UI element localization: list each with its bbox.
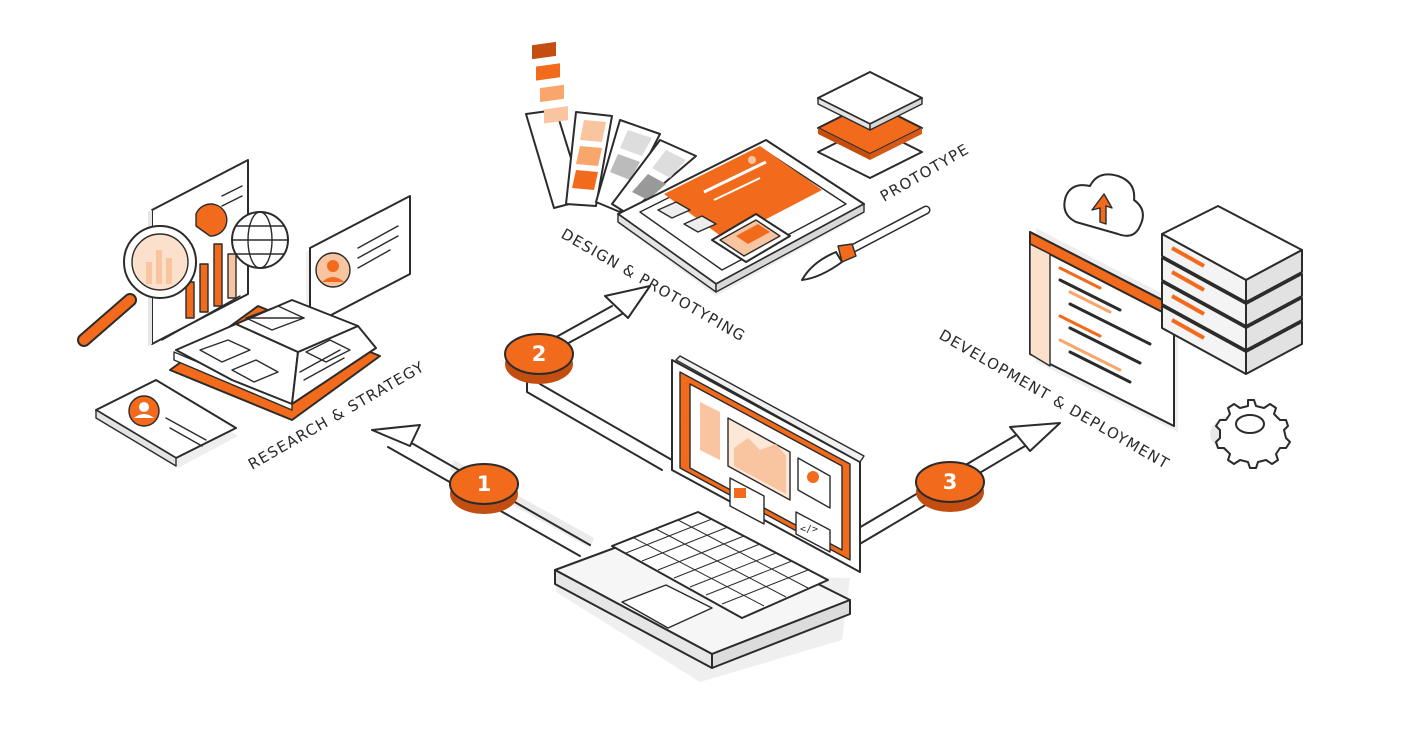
layer-stack-icon <box>817 71 923 179</box>
paint-brush-icon <box>801 205 931 281</box>
step-number-2: 2 <box>532 342 547 366</box>
server-unit-1 <box>1161 233 1303 303</box>
magnifier-icon <box>77 225 197 347</box>
server-unit-4 <box>1161 305 1303 375</box>
phone-profile-icon <box>95 379 238 468</box>
profile-card-icon <box>306 195 411 330</box>
bar-chart-icon <box>148 159 249 346</box>
code-editor-icon <box>1029 228 1178 432</box>
server-unit-3 <box>1161 281 1303 351</box>
server-rack-icon <box>1161 205 1303 375</box>
color-swatch-fan-icon <box>525 41 697 215</box>
step-badge-3: 3 <box>915 461 985 512</box>
research-cluster <box>77 159 411 468</box>
phone-mockup-icon <box>711 213 791 263</box>
tablet-mockup-icon <box>616 139 865 296</box>
design-cluster <box>525 41 931 296</box>
step-number-3: 3 <box>943 470 958 494</box>
cloud-upload-icon <box>1063 173 1144 237</box>
step-badge-1: 1 <box>449 463 519 514</box>
server-unit-2 <box>1161 257 1303 327</box>
gear-icon <box>1210 399 1291 469</box>
laptop-icon: </> <box>554 355 865 682</box>
step-badge-2: 2 <box>504 333 574 384</box>
wireframe-book-icon <box>169 299 381 421</box>
code-tag-icon: </> <box>800 524 818 535</box>
step-number-1: 1 <box>477 472 492 496</box>
development-cluster <box>1029 173 1303 469</box>
globe-icon <box>231 211 289 269</box>
